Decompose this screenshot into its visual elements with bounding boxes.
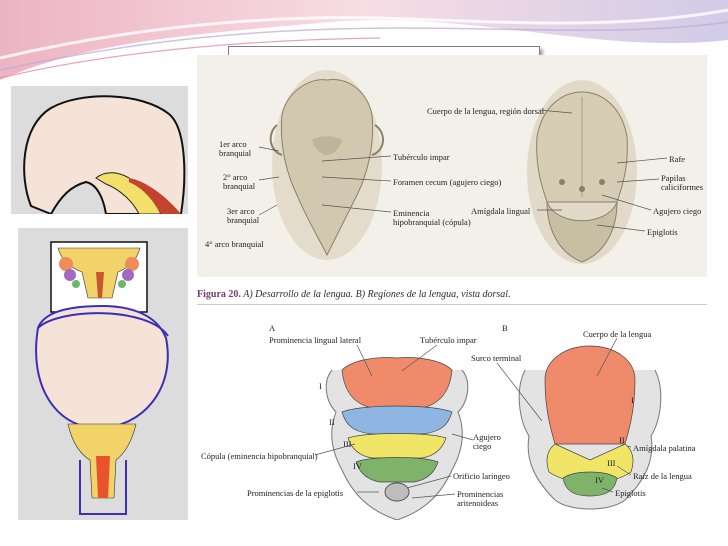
label-tuberculo-impar: Tubérculo impar: [393, 152, 450, 162]
adult-tongue-dorsal-illustration: [527, 80, 637, 264]
label-agujero-ciego: Agujero ciego: [653, 206, 702, 216]
figure-bottom-panel: A B Prominencia lingual lateral Tubércul…: [197, 316, 707, 520]
roman-right-1: I: [631, 395, 634, 405]
label-amigdala-palatina: Amígdala palatina: [633, 443, 696, 453]
label-copula: Cópula (eminencia hipobranquial): [201, 451, 318, 461]
header-wave-decoration: [0, 0, 728, 80]
tongue-regions-b-illustration: [518, 345, 662, 510]
roman-right-3: III: [607, 458, 616, 468]
roman-left-4: IV: [353, 461, 362, 471]
leader-lines-top: [258, 109, 668, 232]
roman-left-3: III: [343, 439, 352, 449]
embryo-tongue-illustration: [269, 70, 384, 260]
label-rafe: Rafe: [669, 154, 686, 164]
leader-lines-bottom: [314, 337, 632, 499]
caption-rule: [197, 304, 707, 305]
label-orificio: Orificio laríngeo: [453, 471, 510, 481]
label-surco-terminal: Surco terminal: [471, 353, 522, 363]
label-cuerpo-lengua: Cuerpo de la lengua: [583, 329, 652, 339]
label-panel-b: B: [502, 323, 508, 333]
roman-right-4: IV: [595, 475, 604, 485]
label-foramen-cecum: Foramen cecum (agujero ciego): [393, 177, 502, 187]
label-epiglotis-top: Epiglotis: [647, 227, 678, 237]
sagittal-sketch-image: [11, 86, 188, 220]
label-tuberculo-impar-b: Tubérculo impar: [420, 335, 477, 345]
figure-caption: Figura 20. A) Desarrollo de la lengua. B…: [197, 289, 511, 300]
roman-right-2: II: [619, 435, 625, 445]
label-prom-epiglotis: Prominencias de la epiglotis: [247, 488, 344, 498]
label-arco4: 4° arco branquial: [205, 239, 264, 249]
label-amigdala-lingual: Amígdala lingual: [471, 206, 531, 216]
label-cuerpo-dorsal: Cuerpo de la lengua, región dorsal: [427, 106, 545, 116]
frontal-sketch-image: [18, 228, 188, 520]
label-raiz: Raíz de la lengua: [633, 471, 692, 481]
label-panel-a: A: [269, 323, 276, 333]
roman-left-1: I: [319, 381, 322, 391]
roman-left-2: II: [329, 417, 335, 427]
label-prominencia-lateral: Prominencia lingual lateral: [269, 335, 362, 345]
label-epiglotis-b: Epiglotis: [615, 488, 646, 498]
